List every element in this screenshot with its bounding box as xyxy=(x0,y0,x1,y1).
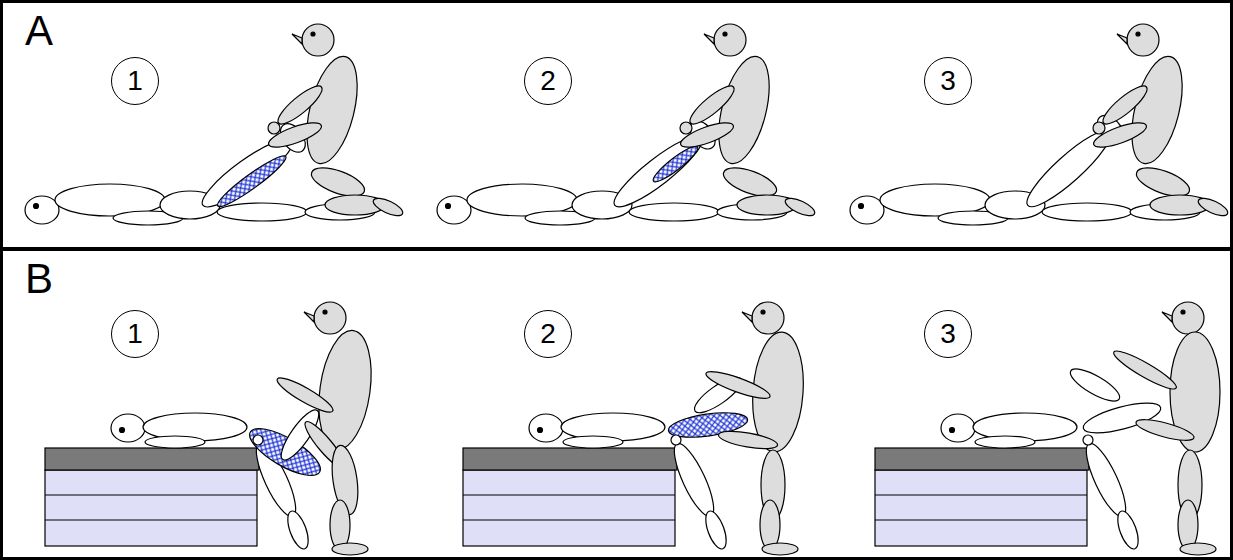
step-number: 1 xyxy=(127,66,143,96)
step-circle: 3 xyxy=(924,310,972,358)
prone-stretch-figure xyxy=(875,302,1220,555)
panel-frame: B 1 2 3 xyxy=(0,247,1233,560)
supine-stretch-figure xyxy=(25,24,405,225)
step-circle: 1 xyxy=(111,310,159,358)
step-number: 2 xyxy=(540,319,556,349)
panel-letter: A xyxy=(25,7,53,55)
step-circle: 2 xyxy=(524,310,572,358)
panel-letter: B xyxy=(25,255,53,303)
prone-stretch-figure xyxy=(463,302,807,555)
panel-frame: A 1 2 3 xyxy=(0,0,1233,250)
step-number: 1 xyxy=(127,319,143,349)
step-circle: 1 xyxy=(111,57,159,105)
prone-stretch-figure xyxy=(45,302,378,555)
step-circle: 3 xyxy=(924,57,972,105)
figures xyxy=(25,24,1230,555)
supine-stretch-figure xyxy=(437,24,817,225)
step-number: 3 xyxy=(940,66,956,96)
step-number: 2 xyxy=(540,66,556,96)
step-circle: 2 xyxy=(524,57,572,105)
supine-stretch-figure xyxy=(850,24,1230,225)
step-number: 3 xyxy=(940,319,956,349)
